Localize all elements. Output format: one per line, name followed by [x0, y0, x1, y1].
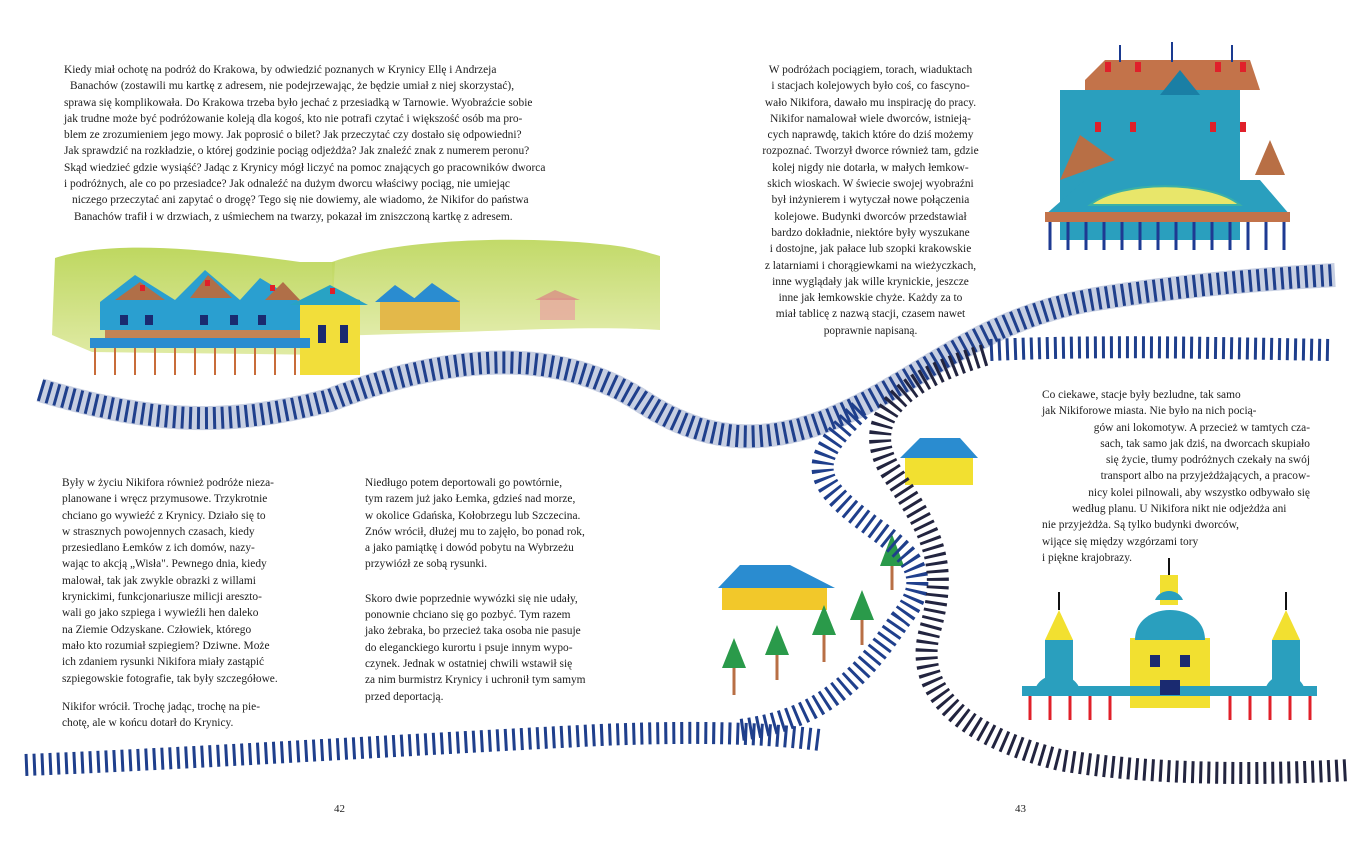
text-line: jako żebraka, bo przecież taka osoba nie… — [365, 625, 581, 638]
text-line: miał tablicę z nazwą stacji, czasem nawe… — [775, 308, 966, 321]
text-line: bardzo dokładnie, niektóre były wyszukan… — [771, 226, 970, 239]
text-line: według planu. U Nikifora nikt nie odjeżd… — [1072, 503, 1287, 516]
text-line: wijące się między wzgórzami tory — [1042, 535, 1199, 548]
text-line: W podróżach pociągiem, torach, wiaduktac… — [768, 64, 973, 76]
text-line: przywiózł ze sobą rysunki. — [365, 558, 488, 571]
text-line: gów ani lokomotyw. A przecież w tamtych … — [1093, 421, 1310, 434]
text-line: planowane i wręcz przymusowe. Trzykrotni… — [62, 493, 268, 506]
text-line: chotę, ale w końcu dotarł do Krynicy. — [62, 717, 234, 730]
text-line: przed deportacją. — [365, 690, 444, 703]
text-line: był inżynierem i wytyczał nowe połączeni… — [771, 194, 970, 207]
text-line: i dostojne, jak pałace lub szopki krakow… — [769, 243, 972, 256]
text-line: krynickimi, funkcjonariusze milicji ares… — [62, 591, 262, 604]
text-line: w okolice Gdańska, Kołobrzegu lub Szczec… — [365, 509, 581, 522]
railway-tracks — [24, 263, 1351, 784]
text-line: rozpoznać. Tworzył dworce również tam, g… — [762, 145, 979, 158]
text-line: Banachów (zostawili mu kartkę z adresem,… — [70, 80, 515, 93]
right-bottom-paragraph: Co ciekawe, stacje były bezludne, tak sa… — [1042, 387, 1310, 566]
text-line: sach, tak samo jak dziś, na dworcach sku… — [1100, 437, 1310, 450]
text-line: Znów wrócił, dłużej mu to zajęło, bo pon… — [365, 525, 585, 538]
text-line: jak trudne może być podróżowanie koleją … — [64, 112, 523, 125]
text-line: a jako pamiątkę i dowód pobytu na Wybrze… — [365, 542, 574, 555]
text-line: wało Nikifora, dawało mu inspirację do p… — [764, 96, 977, 109]
right-top-palace — [1045, 42, 1290, 250]
text-line: Nikifor namalował wiele dworców, istniej… — [770, 112, 971, 125]
text-line: niczego przeczytać ani zapytać o drogę? … — [72, 194, 529, 207]
text-line: szpiegowskie fotografie, tak były szczeg… — [62, 672, 278, 685]
text-line: kolej nigdy nie dotarła, w małych łemkow… — [772, 161, 969, 174]
text-line: Co ciekawe, stacje były bezludne, tak sa… — [1042, 389, 1241, 401]
text-line: chciano go wywieźć z Krynicy. Działo się… — [62, 509, 266, 522]
text-line: jak Nikiforowe miasta. Nie było na nich … — [1042, 405, 1257, 418]
text-line: inne jak łemkowskie chyże. Każdy za to — [778, 292, 963, 305]
text-line: ponownie chciano się go pozbyć. Tym raze… — [365, 609, 571, 622]
text-line: kolejowe. Budynki dworców przedstawiał — [774, 210, 967, 223]
text-line: się życie, tłumy podróżnych czekały na s… — [1105, 454, 1310, 467]
middle-houses-trees — [718, 438, 978, 695]
text-line: skich wioskach. W świecie swojej wyobraź… — [767, 178, 974, 191]
text-line: Nikifor wrócił. Trochę jadąc, trochę na … — [62, 700, 261, 713]
village-houses-top — [375, 283, 580, 330]
text-line: wając to akcją „Wisła". Pewnego dnia, ki… — [62, 558, 267, 571]
text-line: przesiedlano Łemków z ich domów, nazy- — [62, 542, 255, 555]
text-line: Były w życiu Nikifora również podróże ni… — [62, 477, 274, 489]
text-line: Skąd wiedzieć gdzie wysiąść? Jadąc z Kry… — [64, 161, 546, 174]
text-line: sprawa się komplikowała. Do Krakowa trze… — [64, 96, 533, 109]
text-line: tym razem już jako Łemka, gdzieś nad mor… — [365, 493, 576, 506]
text-line: malował, tak jak zwykle obrazki z willam… — [62, 574, 256, 587]
page-number-right: 43 — [1015, 803, 1026, 815]
right-top-paragraph: W podróżach pociągiem, torach, wiaduktac… — [738, 62, 1003, 339]
text-line: wali go jako szpiega i wywieźli hen dale… — [62, 607, 259, 620]
left-column-2: Niedługo potem deportowali go powtórnie,… — [365, 475, 625, 705]
text-line: poprawnie napisaną. — [823, 324, 918, 337]
text-line: Skoro dwie poprzednie wywózki się nie ud… — [365, 592, 578, 605]
text-line: i stacjach kolejowych było coś, co fascy… — [771, 80, 970, 93]
text-line: w strasznych powojennych czasach, kiedy — [62, 525, 255, 538]
text-line: i piękne krajobrazy. — [1042, 551, 1133, 564]
text-line: cych naprawdę, takich które do dziś może… — [767, 129, 974, 142]
text-line: Kiedy miał ochotę na podróż do Krakowa, … — [64, 64, 497, 76]
text-line: transport albo na przyjeżdżających, a pr… — [1100, 470, 1310, 483]
text-line: blem ze zrozumieniem jego mowy. Jak popr… — [64, 129, 522, 142]
text-line: czynek. Jednak w ostatniej chwili wstawi… — [365, 657, 573, 670]
text-line: za nim burmistrz Krynicy i uchronił tym … — [365, 674, 586, 687]
text-line: inne wyglądały jak wille krynickie, jesz… — [772, 275, 969, 288]
text-line: nie przyjeżdża. Są tylko budynki dworców… — [1042, 519, 1239, 532]
text-line: mało kto rozumiał szpiegiem? Dziwne. Moż… — [62, 639, 270, 652]
text-line: Jak sprawdzić na rozkładzie, o której go… — [64, 145, 530, 158]
text-line: Banachów trafił i w drzwiach, z uśmieche… — [74, 210, 513, 223]
text-line: ich zdaniem rysunki Nikifora miały zastą… — [62, 656, 265, 669]
left-station-building — [90, 270, 368, 375]
text-line: do eleganckiego kurortu i psuje innym wy… — [365, 641, 573, 654]
text-line: Niedługo potem deportowali go powtórnie, — [365, 477, 563, 489]
page-number-left: 42 — [334, 803, 345, 815]
text-line: nicy kolei pilnowali, aby wszystko odbyw… — [1088, 486, 1310, 499]
left-column-1: Były w życiu Nikifora również podróże ni… — [62, 475, 322, 731]
text-line: i podróżnych, ale co po przesiadce? Jak … — [64, 178, 510, 191]
text-line: na Ziemie Odzyskane. Człowiek, którego — [62, 623, 252, 636]
left-intro-paragraph: Kiedy miał ochotę na podróż do Krakowa, … — [64, 62, 624, 225]
right-bottom-palace — [1022, 558, 1317, 720]
text-line: z latarniami i chorągiewkami na wieżyczk… — [764, 259, 977, 272]
